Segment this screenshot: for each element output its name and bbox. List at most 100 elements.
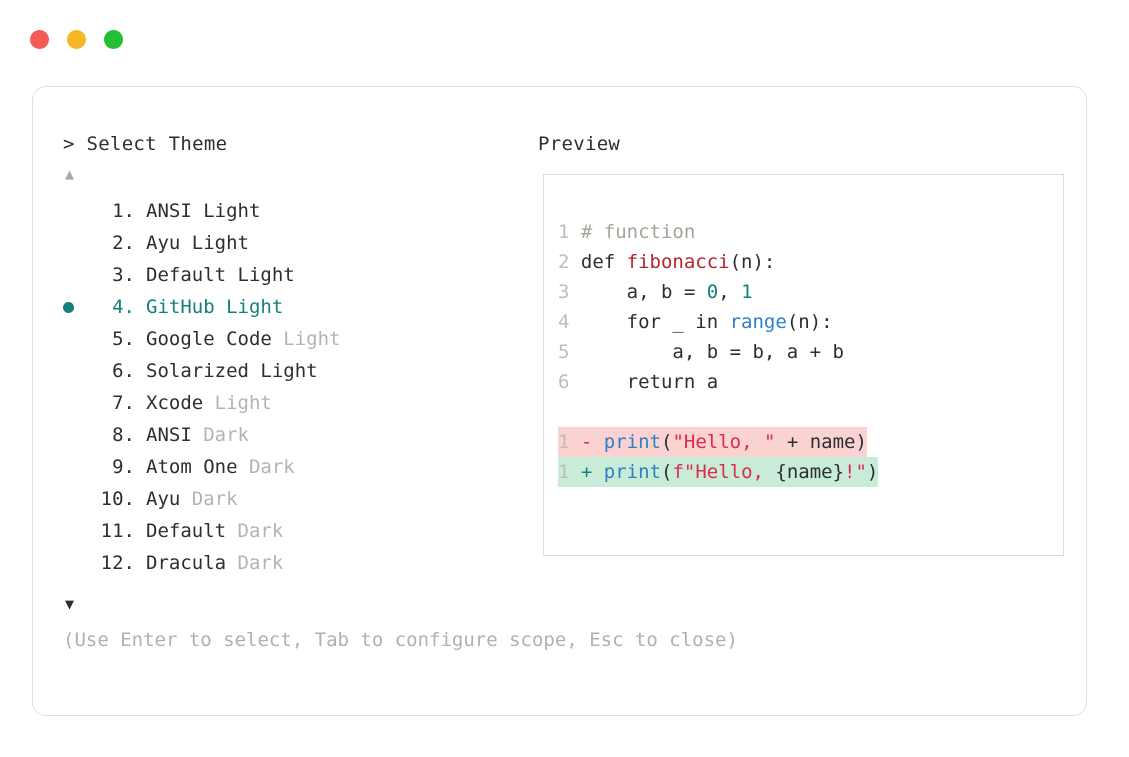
minimize-window-button[interactable] bbox=[67, 30, 86, 49]
theme-item-variant: Dark bbox=[191, 424, 249, 446]
diff-line-added: 1 + print(f"Hello, {name}!") bbox=[558, 457, 1057, 487]
selected-bullet-icon bbox=[63, 301, 74, 313]
preview-title: Preview bbox=[538, 133, 621, 155]
theme-list-item[interactable]: 6.Solarized Light bbox=[63, 355, 513, 387]
theme-item-number: 5. bbox=[112, 328, 135, 350]
code-token: # function bbox=[580, 221, 696, 243]
theme-item-label: ANSI Light bbox=[135, 195, 260, 227]
page-title: > Select Theme bbox=[63, 133, 228, 155]
code-line: 2 def fibonacci(n): bbox=[558, 247, 1057, 277]
code-token: f"Hello, bbox=[672, 461, 776, 483]
code-line: 4 for _ in range(n): bbox=[558, 307, 1057, 337]
code-line: 6 return a bbox=[558, 367, 1057, 397]
theme-list-item[interactable]: 8.ANSI Dark bbox=[63, 419, 513, 451]
theme-item-variant: Light bbox=[180, 232, 249, 254]
theme-list-item[interactable]: 11.Default Dark bbox=[63, 515, 513, 547]
close-window-button[interactable] bbox=[30, 30, 49, 49]
code-token: ( bbox=[660, 461, 673, 483]
line-number: 1 bbox=[558, 431, 581, 453]
theme-item-variant: Light bbox=[191, 200, 261, 222]
line-number: 2 bbox=[558, 251, 581, 273]
code-token: "Hello, " bbox=[672, 431, 776, 453]
theme-item-variant: Light bbox=[203, 392, 272, 414]
code-line: 3 a, b = 0, 1 bbox=[558, 277, 1057, 307]
theme-item-name: Xcode bbox=[146, 392, 204, 414]
code-token: ) bbox=[866, 461, 879, 483]
theme-list-item[interactable]: 12.Dracula Dark bbox=[63, 547, 513, 579]
code-token: 0 bbox=[706, 281, 719, 303]
theme-item-name: ANSI bbox=[146, 200, 192, 222]
code-token: a, b = bbox=[580, 281, 707, 303]
code-token: !" bbox=[844, 461, 867, 483]
theme-item-name: Ayu bbox=[146, 232, 181, 254]
theme-item-label: Ayu Light bbox=[135, 227, 249, 259]
theme-item-variant: Dark bbox=[226, 552, 284, 574]
diff-sign: + bbox=[580, 461, 604, 483]
theme-item-variant: Light bbox=[214, 296, 284, 318]
theme-item-label: Default Dark bbox=[135, 515, 283, 547]
theme-list-item[interactable]: 10.Ayu Dark bbox=[63, 483, 513, 515]
theme-item-name: ANSI bbox=[146, 424, 192, 446]
diff-sign: - bbox=[580, 431, 604, 453]
theme-item-label: Atom One Dark bbox=[135, 451, 295, 483]
theme-item-label: ANSI Dark bbox=[135, 419, 249, 451]
theme-list-item[interactable]: 4.GitHub Light bbox=[63, 291, 513, 323]
code-token: {name} bbox=[775, 461, 845, 483]
code-token: (n): bbox=[786, 311, 833, 333]
code-token: return a bbox=[580, 371, 719, 393]
line-number: 3 bbox=[558, 281, 581, 303]
line-number: 1 bbox=[558, 461, 581, 483]
theme-item-number: 7. bbox=[112, 392, 135, 414]
code-line: 1 # function bbox=[558, 217, 1057, 247]
keyboard-hint: (Use Enter to select, Tab to configure s… bbox=[63, 629, 738, 651]
code-token: , bbox=[718, 281, 742, 303]
theme-item-label: Google Code Light bbox=[135, 323, 340, 355]
scroll-up-icon[interactable]: ▲ bbox=[65, 165, 75, 183]
theme-list-item[interactable]: 1.ANSI Light bbox=[63, 195, 513, 227]
selection-indicator-cell bbox=[63, 301, 89, 313]
theme-list-item[interactable]: 9.Atom One Dark bbox=[63, 451, 513, 483]
line-number: 1 bbox=[558, 221, 581, 243]
theme-item-label: Xcode Light bbox=[135, 387, 272, 419]
code-token: for _ in bbox=[580, 311, 730, 333]
theme-item-label: Dracula Dark bbox=[135, 547, 283, 579]
code-blank-line bbox=[558, 397, 1057, 427]
theme-item-variant: Light bbox=[248, 360, 318, 382]
theme-item-label: GitHub Light bbox=[135, 291, 283, 323]
theme-item-name: Ayu bbox=[146, 488, 181, 510]
code-token: print bbox=[603, 461, 661, 483]
line-number: 4 bbox=[558, 311, 581, 333]
scroll-down-icon[interactable]: ▼ bbox=[65, 595, 75, 613]
code-token: (n): bbox=[729, 251, 776, 273]
theme-list-item[interactable]: 7.Xcode Light bbox=[63, 387, 513, 419]
theme-item-label: Solarized Light bbox=[135, 355, 318, 387]
theme-item-number: 3. bbox=[112, 264, 135, 286]
theme-list-item[interactable]: 5.Google Code Light bbox=[63, 323, 513, 355]
code-token: 1 bbox=[741, 281, 753, 303]
theme-item-label: Ayu Dark bbox=[135, 483, 238, 515]
theme-item-number: 1. bbox=[112, 200, 135, 222]
panel-headers: > Select Theme Preview bbox=[63, 133, 1058, 157]
code-token: + name) bbox=[775, 431, 867, 453]
theme-list-item[interactable]: 3.Default Light bbox=[63, 259, 513, 291]
code-token: def bbox=[580, 251, 627, 273]
theme-item-number: 10. bbox=[100, 488, 135, 510]
theme-item-name: GitHub bbox=[146, 296, 215, 318]
code-token: fibonacci bbox=[626, 251, 730, 273]
code-token: print bbox=[603, 431, 661, 453]
diff-line-removed: 1 - print("Hello, " + name) bbox=[558, 427, 1057, 457]
theme-item-number: 11. bbox=[100, 520, 135, 542]
theme-item-name: Google Code bbox=[146, 328, 272, 350]
code-token: a, b = b, a + b bbox=[580, 341, 844, 363]
theme-list-item[interactable]: 2.Ayu Light bbox=[63, 227, 513, 259]
theme-item-variant: Dark bbox=[226, 520, 284, 542]
theme-item-number: 2. bbox=[112, 232, 135, 254]
theme-item-variant: Light bbox=[226, 264, 295, 286]
maximize-window-button[interactable] bbox=[104, 30, 123, 49]
